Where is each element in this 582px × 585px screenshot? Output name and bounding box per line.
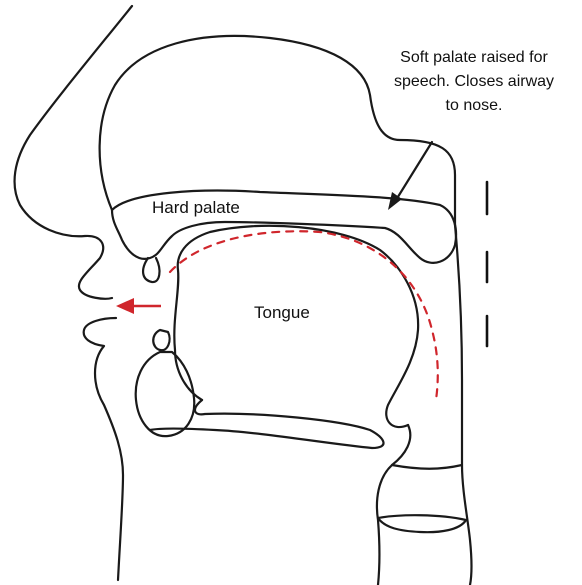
tongue-label: Tongue bbox=[254, 303, 310, 322]
lower-tooth bbox=[153, 330, 169, 350]
jaw-bone bbox=[136, 352, 195, 436]
callout-line-1: Soft palate raised for bbox=[400, 49, 548, 66]
callout-arrow-shaft bbox=[396, 142, 432, 200]
airflow-arrow-head bbox=[116, 298, 134, 314]
upper-incisor bbox=[143, 258, 159, 282]
callout-line-2: speech. Closes airway bbox=[394, 73, 554, 90]
callout-line-3: to nose. bbox=[446, 97, 503, 114]
face-profile bbox=[15, 6, 132, 299]
larynx-ring-upper bbox=[392, 465, 462, 469]
lower-lip bbox=[84, 318, 123, 580]
pharynx-wall bbox=[455, 225, 472, 585]
tongue-floor bbox=[150, 400, 384, 448]
larynx-front bbox=[377, 425, 410, 585]
soft-palate-callout: Soft palate raised for speech. Closes ai… bbox=[394, 49, 554, 114]
hard-palate-label: Hard palate bbox=[152, 198, 240, 217]
larynx-ring-lower bbox=[378, 515, 466, 532]
